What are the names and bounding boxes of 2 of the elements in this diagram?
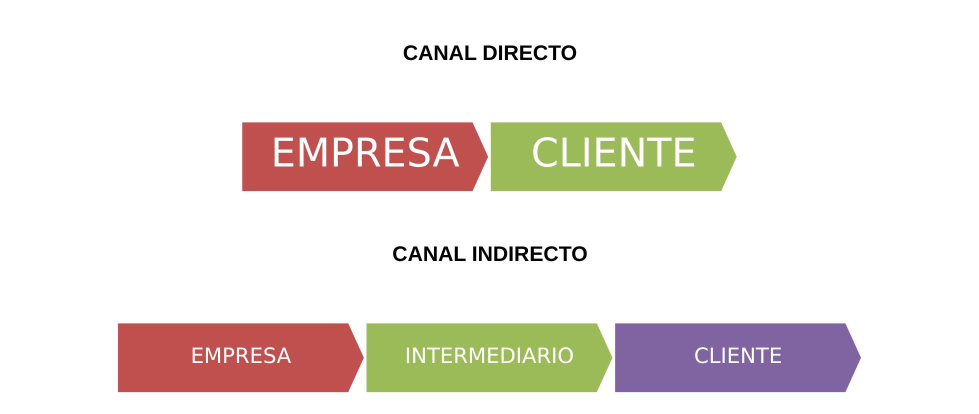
label: CANAL INDIRECTO bbox=[392, 242, 588, 266]
label: CANAL DIRECTO bbox=[402, 42, 578, 65]
